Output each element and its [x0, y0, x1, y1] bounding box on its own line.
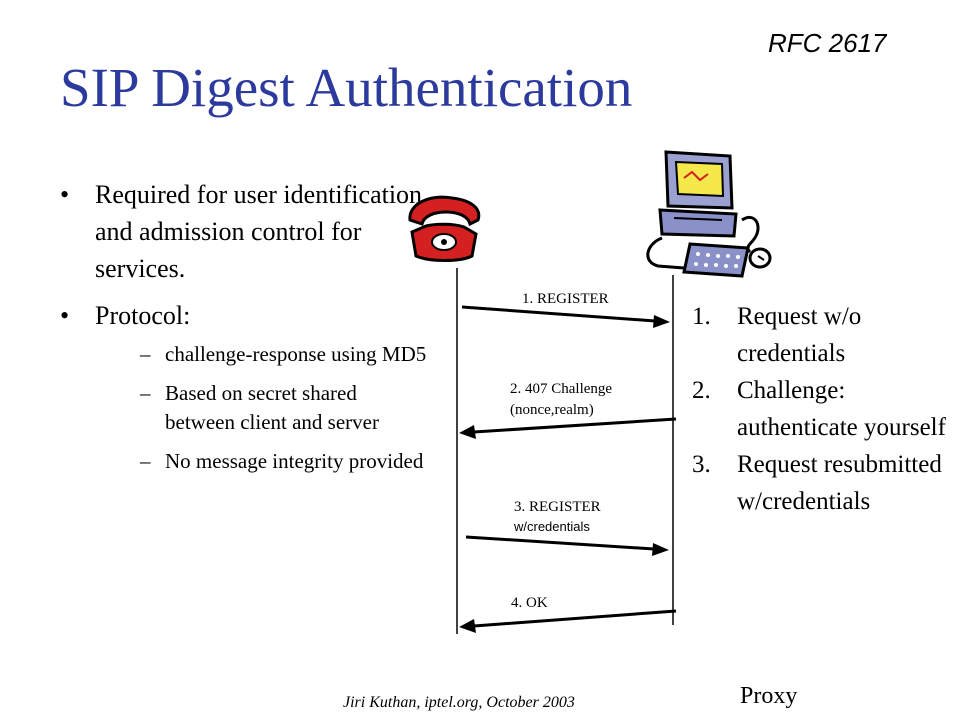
arrow-register	[461, 305, 670, 328]
protocol-sublist: challenge-response using MD5 Based on se…	[95, 340, 430, 476]
step-number: 1.	[692, 303, 711, 330]
step-3: 3. Request resubmitted w/credentials	[692, 446, 952, 520]
sub-item-shared-secret: Based on secret shared between client an…	[95, 379, 430, 437]
bullet-list: Required for user identification and adm…	[60, 176, 430, 486]
bullet-text: Protocol:	[95, 301, 191, 330]
step-1: 1. Request w/o credentials	[692, 298, 952, 372]
telephone-icon	[408, 195, 481, 262]
slide-title: SIP Digest Authentication	[60, 57, 633, 118]
step-text: Request w/o credentials	[737, 303, 862, 367]
footer-credit: Jiri Kuthan, iptel.org, October 2003	[343, 694, 575, 711]
step-number: 3.	[692, 451, 711, 478]
message-challenge: 2. 407 Challenge	[510, 381, 613, 397]
step-number: 2.	[692, 377, 711, 404]
bullet-text: Required for user identification and adm…	[95, 180, 423, 283]
arrow-ok	[459, 609, 677, 633]
proxy-label: Proxy	[740, 683, 798, 709]
step-text: Challenge: authenticate yourself	[737, 377, 946, 441]
step-2: 2. Challenge: authenticate yourself	[692, 372, 952, 446]
message-ok: 4. OK	[511, 595, 548, 611]
arrow-register-credentials	[465, 535, 669, 556]
bullet-protocol: Protocol: challenge-response using MD5 B…	[60, 297, 430, 476]
arrow-challenge	[459, 417, 677, 439]
sub-item-no-integrity: No message integrity provided	[95, 447, 430, 476]
message-credentials-label: w/credentials	[514, 519, 590, 534]
rfc-label: RFC 2617	[768, 28, 887, 58]
message-register: 1. REGISTER	[522, 291, 609, 307]
sub-item-challenge-response: challenge-response using MD5	[95, 340, 430, 369]
step-list: 1. Request w/o credentials 2. Challenge: a…	[692, 298, 952, 520]
message-register-credentials: 3. REGISTER	[514, 499, 601, 515]
step-text: Request resubmitted w/credentials	[737, 451, 942, 515]
computer-icon	[646, 150, 772, 278]
message-challenge-params: (nonce,realm)	[510, 402, 594, 418]
bullet-requirement: Required for user identification and adm…	[60, 176, 430, 287]
